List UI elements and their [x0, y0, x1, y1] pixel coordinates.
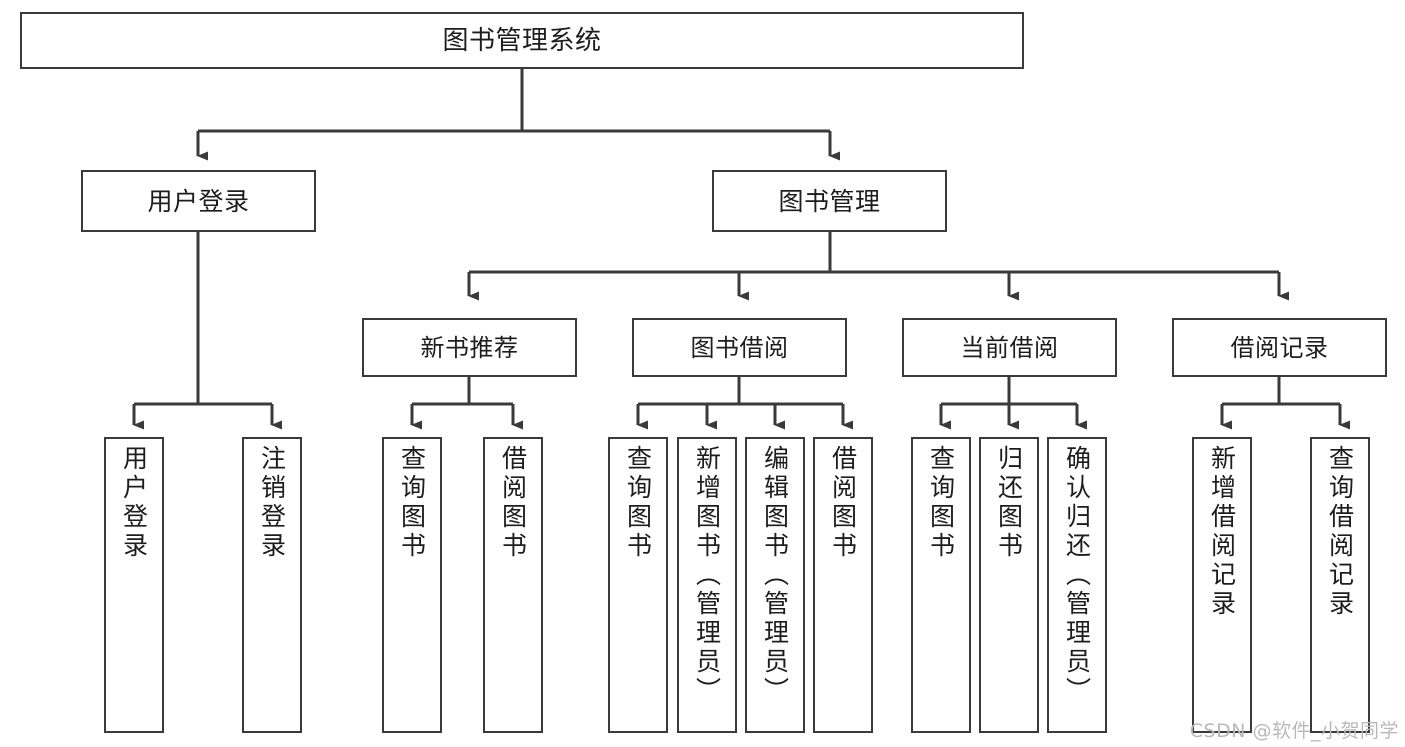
node-user-login[interactable]: 用户登录	[81, 170, 316, 232]
node-label: 注销登录	[257, 445, 287, 561]
node-current-borrow[interactable]: 当前借阅	[902, 318, 1117, 377]
node-label: 图书管理	[778, 186, 881, 216]
node-label: 查询借阅记录	[1325, 445, 1355, 619]
node-label: 归还图书	[994, 445, 1024, 561]
node-label: 借阅图书	[498, 445, 528, 561]
node-label: 查询图书	[623, 445, 653, 561]
node-label: 新书推荐	[420, 333, 519, 362]
leaf-user-login-login[interactable]: 用户登录	[104, 437, 164, 733]
node-label: 图书借阅	[690, 333, 789, 362]
node-new-book-recommend[interactable]: 新书推荐	[362, 318, 577, 377]
node-root-system[interactable]: 图书管理系统	[20, 12, 1024, 69]
node-book-borrow[interactable]: 图书借阅	[632, 318, 847, 377]
node-book-management[interactable]: 图书管理	[712, 170, 947, 232]
leaf-recommend-borrow-book[interactable]: 借阅图书	[483, 437, 543, 733]
leaf-borrow-add-book-admin[interactable]: 新增图书（管理员）	[677, 437, 737, 733]
leaf-borrow-borrow-book[interactable]: 借阅图书	[813, 437, 873, 733]
node-label: 确认归还（管理员）	[1062, 445, 1092, 706]
node-label: 新增图书（管理员）	[692, 445, 722, 706]
leaf-current-return-book[interactable]: 归还图书	[979, 437, 1039, 733]
leaf-record-add-record[interactable]: 新增借阅记录	[1192, 437, 1252, 733]
node-label: 新增借阅记录	[1207, 445, 1237, 619]
leaf-current-confirm-return-admin[interactable]: 确认归还（管理员）	[1047, 437, 1107, 733]
node-label: 借阅记录	[1230, 333, 1329, 362]
node-label: 编辑图书（管理员）	[760, 445, 790, 706]
node-borrow-record[interactable]: 借阅记录	[1172, 318, 1387, 377]
node-label: 当前借阅	[960, 333, 1059, 362]
leaf-current-query-book[interactable]: 查询图书	[911, 437, 971, 733]
node-label: 查询图书	[926, 445, 956, 561]
leaf-borrow-query-book[interactable]: 查询图书	[608, 437, 668, 733]
leaf-user-login-logout[interactable]: 注销登录	[242, 437, 302, 733]
node-label: 借阅图书	[828, 445, 858, 561]
node-label: 图书管理系统	[442, 25, 602, 56]
node-label: 用户登录	[119, 445, 149, 561]
leaf-record-query-record[interactable]: 查询借阅记录	[1310, 437, 1370, 733]
leaf-borrow-edit-book-admin[interactable]: 编辑图书（管理员）	[745, 437, 805, 733]
node-label: 用户登录	[147, 186, 250, 216]
node-label: 查询图书	[397, 445, 427, 561]
leaf-recommend-query-book[interactable]: 查询图书	[382, 437, 442, 733]
